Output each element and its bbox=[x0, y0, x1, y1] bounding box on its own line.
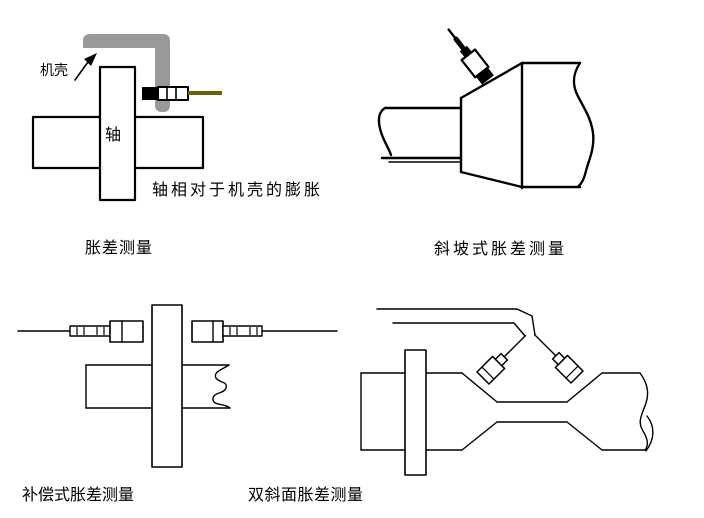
break-line bbox=[639, 372, 649, 451]
caption-compensated: 补偿式胀差测量 bbox=[22, 487, 135, 504]
pointer-arrow-icon bbox=[74, 53, 97, 81]
probe-cable bbox=[533, 333, 557, 357]
probe-body bbox=[191, 320, 224, 343]
probe-body-seam bbox=[565, 365, 579, 379]
probe-barrel bbox=[157, 86, 189, 101]
probe-tip bbox=[475, 67, 494, 85]
probe-cable bbox=[453, 36, 466, 51]
proximity-probe-icon bbox=[447, 28, 494, 85]
break-curl bbox=[212, 364, 231, 409]
diagram-basic-expansion bbox=[31, 34, 222, 202]
caption-basic-expansion: 胀差测量 bbox=[85, 240, 154, 257]
probe-head bbox=[142, 87, 158, 100]
probe-threaded-barrel bbox=[222, 325, 263, 337]
casing-support-lower bbox=[392, 322, 526, 337]
casing-bracket bbox=[83, 34, 170, 112]
proximity-probe-icon bbox=[533, 333, 584, 384]
ramp-cone bbox=[459, 61, 524, 189]
shaft-label: 轴 bbox=[105, 127, 122, 144]
break-line-arc bbox=[645, 415, 654, 452]
shaft-left-stub bbox=[377, 106, 463, 163]
probe-cable bbox=[503, 334, 527, 358]
bevel-top-profile bbox=[461, 372, 641, 403]
probe-cable-end bbox=[447, 28, 458, 41]
caption-ramp-type: 斜坡式胀差测量 bbox=[434, 241, 568, 258]
shaft-disk bbox=[98, 65, 137, 202]
bevel-bottom-profile bbox=[461, 421, 646, 451]
caption-double-bevel: 双斜面胀差测量 bbox=[248, 487, 364, 504]
proximity-probe-icon bbox=[476, 334, 527, 385]
proximity-probe-icon bbox=[17, 320, 144, 343]
proximity-probe-icon bbox=[191, 320, 338, 343]
diagram-ramp-type bbox=[377, 28, 595, 190]
casing-label: 机壳 bbox=[40, 62, 68, 78]
shaft-disk bbox=[404, 349, 427, 476]
break-line bbox=[572, 61, 595, 189]
break-line bbox=[377, 106, 393, 157]
diagram-double-bevel bbox=[360, 308, 654, 476]
probe-body bbox=[109, 320, 144, 343]
probe-cable bbox=[188, 91, 222, 95]
shaft-right-section bbox=[520, 61, 595, 190]
probe-body-seam bbox=[481, 366, 495, 380]
proximity-probe-icon bbox=[142, 86, 222, 101]
expansion-annotation: 轴相对于机壳的膨胀 bbox=[152, 182, 324, 199]
shaft-disk bbox=[151, 304, 183, 468]
casing-support-upper bbox=[376, 308, 536, 336]
probe-connector bbox=[459, 45, 472, 58]
diagram-compensated bbox=[17, 304, 338, 468]
